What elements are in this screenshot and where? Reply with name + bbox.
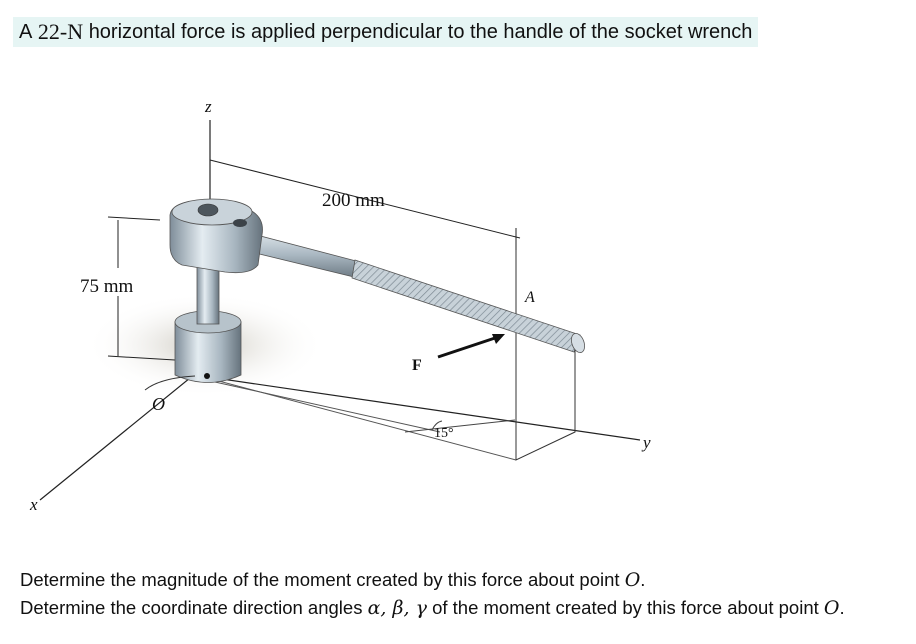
y-axis-label: y [641, 433, 651, 452]
force-arrow-shaft [437, 336, 496, 359]
header-rest: horizontal force is applied perpendicula… [88, 20, 753, 43]
angle-arc [431, 420, 443, 431]
dim-200-label: 200 mm [322, 190, 385, 211]
point-o-dot [204, 373, 210, 379]
question-2-point: O [823, 597, 840, 619]
question-2-end: . [839, 597, 845, 618]
force-label: F [412, 357, 422, 374]
force-value: 22-N [37, 19, 84, 44]
y-axis [214, 377, 641, 441]
question-2: Determine the coordinate direction angle… [20, 597, 845, 619]
dim-75-top [107, 216, 161, 221]
dim-200-extension [209, 159, 521, 239]
question-2-angles: α, β, γ [367, 597, 427, 619]
problem-statement: A 22-N horizontal force is applied perpe… [13, 17, 759, 47]
force-arrowhead [492, 334, 505, 344]
socket-cylinder [174, 321, 242, 383]
question-1-text: Determine the magnitude of the moment cr… [20, 569, 620, 590]
projection-plane [515, 250, 576, 461]
question-1-point: O [624, 569, 641, 591]
z-axis-label: z [204, 97, 212, 116]
header-prefix: A [19, 20, 33, 43]
knurled-grip [351, 259, 581, 353]
point-o-label: O [152, 394, 165, 414]
release-button [197, 203, 219, 217]
point-o-leader [144, 375, 196, 391]
dim-75-label: 75 mm [80, 276, 134, 297]
direction-lever [233, 219, 247, 227]
question-2-text: Determine the coordinate direction angle… [20, 597, 363, 618]
x-axis-label: x [29, 495, 38, 514]
x-axis [39, 377, 191, 501]
question-1: Determine the magnitude of the moment cr… [20, 569, 645, 591]
socket-wrench-figure: z x y O A F 200 mm 75 mm 15° [29, 97, 651, 514]
force-ground-line [404, 419, 516, 433]
dim-75-bottom [107, 355, 176, 361]
grip-end-cap [571, 332, 585, 354]
question-1-end: . [640, 569, 646, 590]
question-2-mid: of the moment created by this force abou… [432, 597, 819, 618]
angle-label: 15° [434, 426, 454, 441]
angle-ref-line [214, 381, 441, 433]
point-a-label: A [524, 289, 535, 306]
